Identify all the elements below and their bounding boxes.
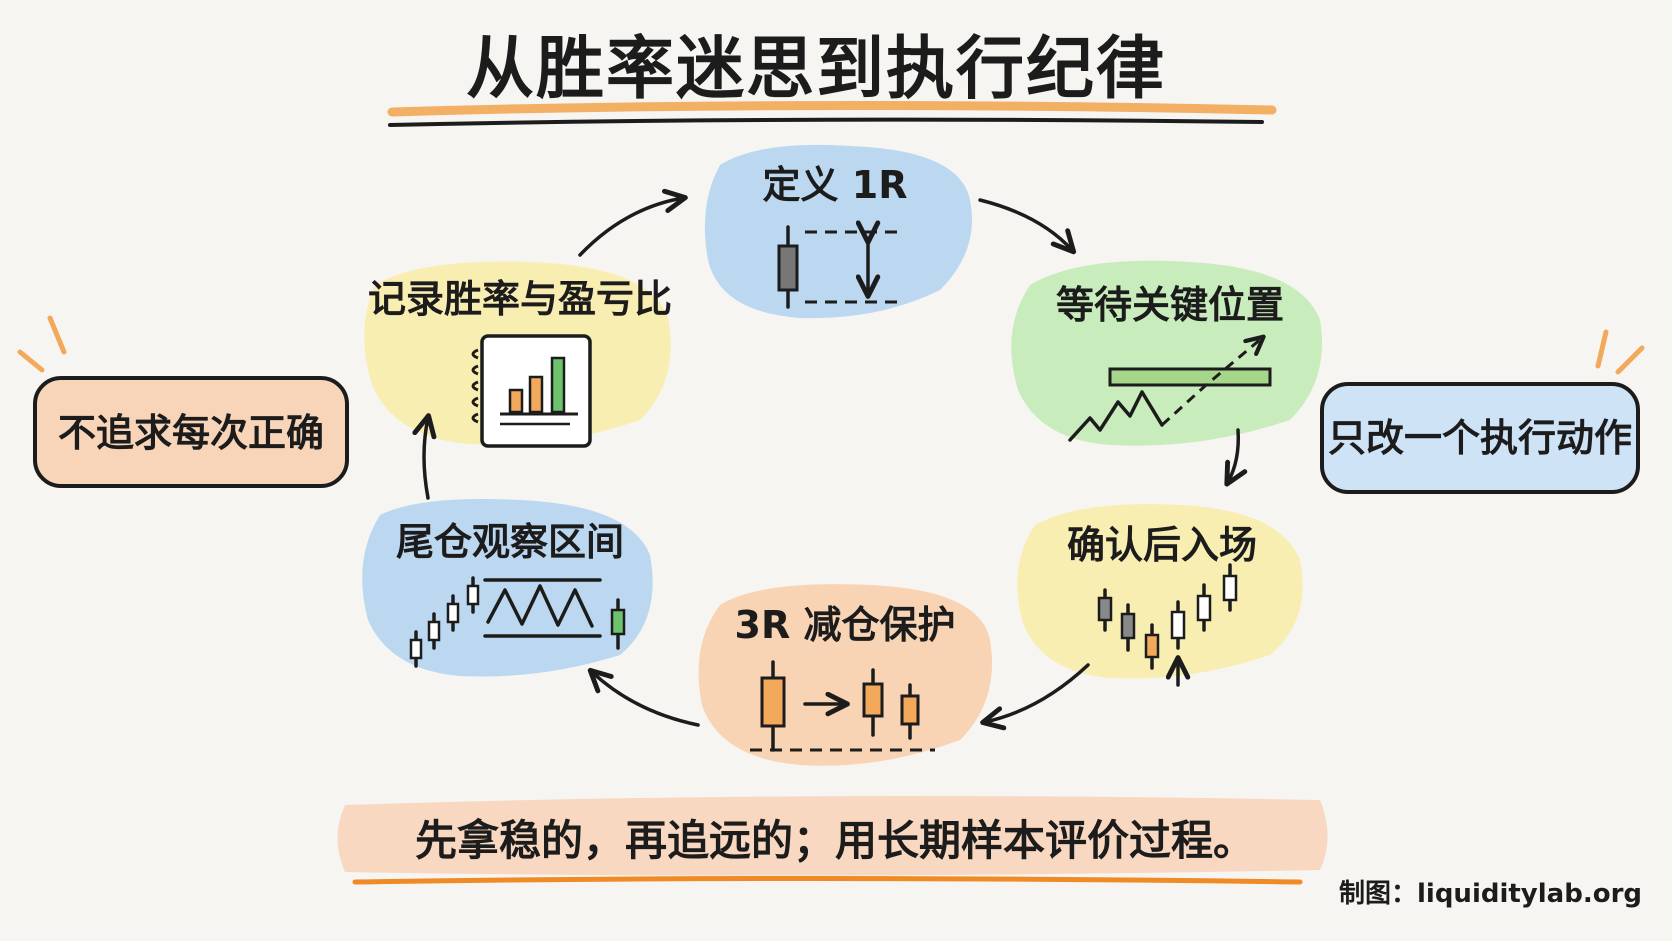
step-wait-key-level: 等待关键位置 (1011, 260, 1322, 446)
spark-icon (1615, 345, 1645, 375)
cycle-arrow-1 (978, 198, 1077, 255)
step-blob (704, 144, 972, 319)
motto-banner: 先拿稳的，再追远的；用长期样本评价过程。 (337, 796, 1328, 885)
step-label: 记录胜率与盈亏比 (368, 277, 672, 321)
step-record-stats: 记录胜率与盈亏比 (364, 261, 672, 448)
title-underline (388, 117, 1264, 127)
step-blob (1011, 260, 1322, 446)
note-label: 不追求每次正确 (58, 411, 324, 455)
motto-underline (352, 876, 1303, 885)
step-label: 等待关键位置 (1056, 283, 1284, 327)
title-underline-orange (387, 100, 1277, 117)
candles-icon (1097, 563, 1238, 670)
step-confirm-entry: 确认后入场 (1017, 504, 1303, 687)
motto-highlight (337, 796, 1328, 876)
candles-icon (409, 576, 626, 668)
price-zigzag-icon (1068, 390, 1164, 442)
cycle-arrow-2 (1224, 428, 1248, 487)
page-title: 从胜率迷思到执行纪律 (466, 30, 1166, 109)
left-note: 不追求每次正确 (17, 315, 349, 488)
key-level-bar (1108, 367, 1272, 387)
cycle-arrow-6 (578, 188, 688, 257)
spark-icon (47, 315, 67, 355)
cycle-arrow-4 (587, 667, 700, 727)
note-box (1320, 382, 1640, 494)
note-box (33, 376, 349, 488)
candle-icon (777, 225, 799, 309)
candles-icon (760, 660, 920, 752)
cycle-arrow-5 (412, 413, 437, 500)
spark-icon (17, 349, 45, 373)
step-label: 尾仓观察区间 (396, 520, 624, 564)
breakout-arrow-icon (1160, 334, 1266, 427)
step-blob (1017, 504, 1303, 679)
step-3r-reduce: 3R 减仓保护 (698, 584, 992, 766)
cycle-arrow-3 (980, 663, 1090, 731)
notebook-chart-icon (471, 334, 592, 448)
note-label: 只改一个执行动作 (1328, 416, 1632, 460)
motto-text: 先拿稳的，再追远的；用长期样本评价过程。 (415, 816, 1255, 865)
step-define-1r: 定义 1R (704, 144, 972, 319)
step-label: 3R 减仓保护 (735, 603, 956, 647)
step-label: 确认后入场 (1067, 523, 1257, 567)
step-label: 定义 1R (763, 163, 908, 207)
range-zigzag-icon (486, 584, 594, 628)
credit-text: 制图：liquiditylab.org (1339, 879, 1642, 909)
step-trail-remainder: 尾仓观察区间 (362, 499, 653, 677)
spark-icon (1595, 329, 1609, 369)
right-note: 只改一个执行动作 (1320, 329, 1645, 494)
